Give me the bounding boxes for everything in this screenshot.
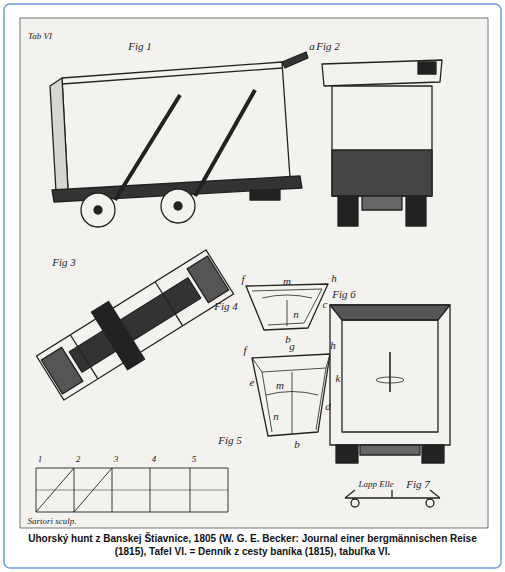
figure-label: Fig 4 bbox=[214, 301, 238, 312]
callout-letter: m bbox=[283, 276, 291, 287]
callout-letter: k bbox=[336, 373, 341, 384]
callout-letter: a bbox=[309, 41, 315, 52]
cross-section bbox=[246, 284, 328, 330]
callout-letter: f bbox=[243, 345, 246, 356]
figure-label: Fig 5 bbox=[218, 435, 242, 446]
plate-note: Tab VI bbox=[28, 32, 52, 41]
plate bbox=[20, 18, 488, 528]
callout-letter: e bbox=[250, 377, 255, 388]
figure-label: Fig 3 bbox=[52, 257, 76, 268]
cart-end-view bbox=[322, 60, 442, 226]
frame-perspective bbox=[252, 354, 330, 436]
cart-side-view bbox=[50, 52, 308, 227]
undercarriage bbox=[32, 243, 238, 407]
callout-letter: 4 bbox=[152, 455, 157, 464]
callout-letter: 1 bbox=[38, 455, 43, 464]
callout-letter: m bbox=[276, 380, 284, 391]
callout-letter: b bbox=[294, 439, 300, 450]
callout-letter: 2 bbox=[76, 455, 81, 464]
callout-letter: f bbox=[241, 274, 244, 285]
callout-letter: 3 bbox=[114, 455, 119, 464]
callout-letter: h bbox=[331, 273, 337, 284]
figure-label: Fig 2 bbox=[316, 41, 340, 52]
cart-top-view bbox=[330, 305, 450, 463]
callout-letter: g bbox=[289, 341, 295, 352]
callout-letter: h bbox=[330, 340, 336, 351]
small-cart-diagram bbox=[345, 490, 440, 507]
frame-border bbox=[4, 4, 501, 568]
plate-note: Sartori sculp. bbox=[27, 517, 76, 526]
caption: Uhorský hunt z Banskej Štiavnice, 1805 (… bbox=[22, 533, 483, 558]
callout-letter: n bbox=[273, 411, 279, 422]
callout-letter: 5 bbox=[192, 455, 197, 464]
callout-letter: n bbox=[293, 309, 299, 320]
figure-label: Fig 1 bbox=[128, 41, 152, 52]
callout-letter: d bbox=[325, 401, 331, 412]
figure-label: Fig 7 bbox=[406, 479, 430, 490]
plate-note: Lapp Elle bbox=[358, 480, 393, 489]
figure-label: Fig 6 bbox=[332, 289, 356, 300]
scale-bar bbox=[36, 468, 228, 512]
callout-letter: c bbox=[323, 299, 328, 310]
